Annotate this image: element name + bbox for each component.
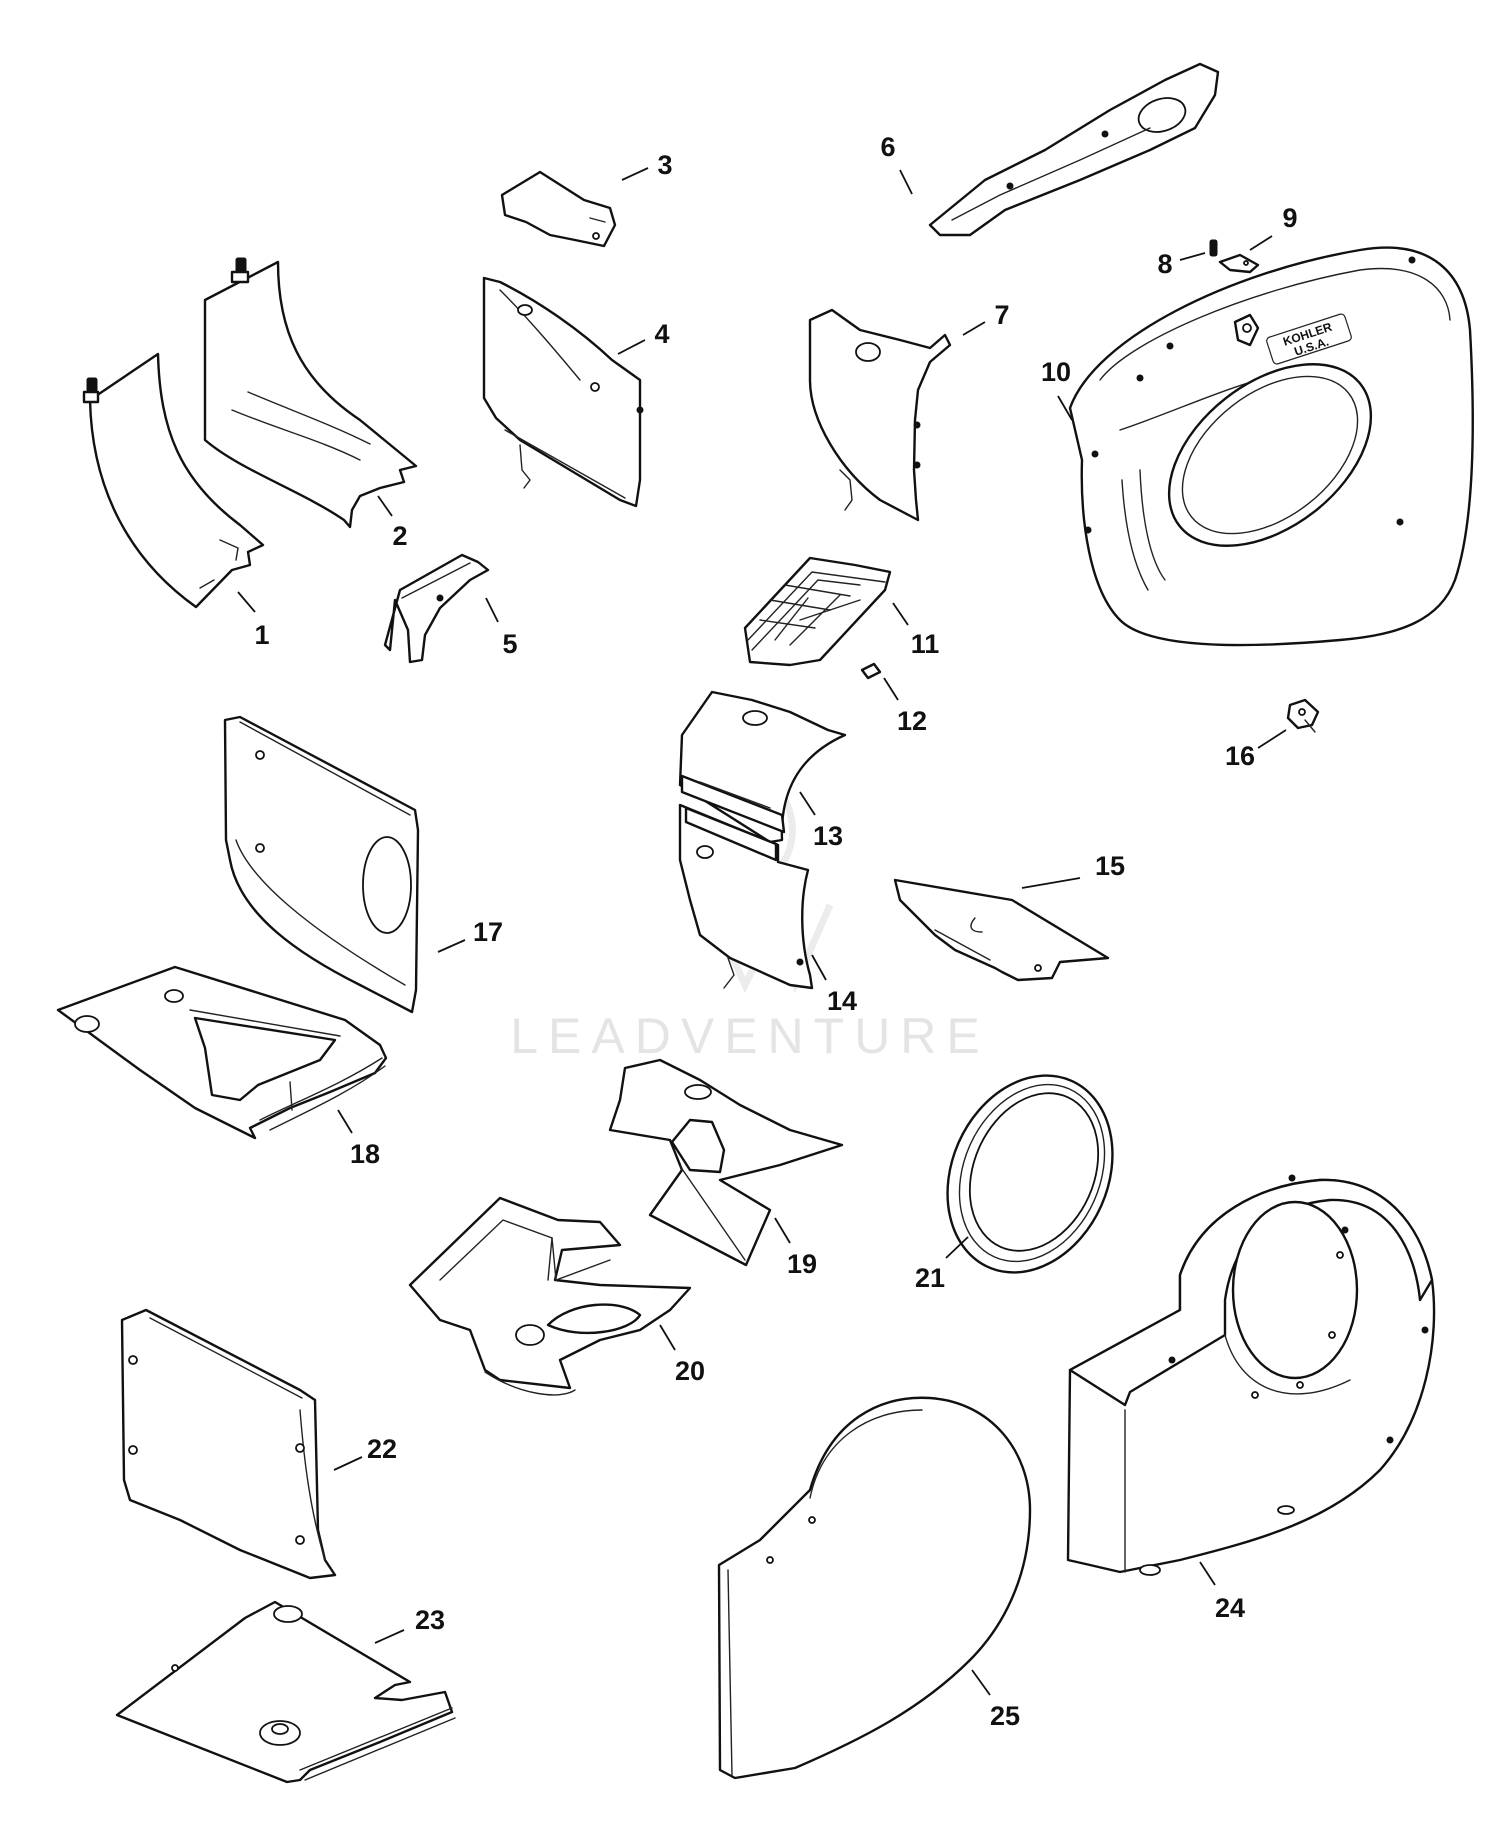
callout-label: 8 <box>1157 249 1172 279</box>
callout-label: 9 <box>1282 203 1297 233</box>
callout-label: 11 <box>911 629 940 659</box>
callout-12: 12 <box>883 677 927 736</box>
part-11-screen <box>743 556 892 667</box>
callout-7: 7 <box>962 300 1010 336</box>
callout-label: 21 <box>915 1263 945 1293</box>
callout-label: 20 <box>675 1356 705 1386</box>
part-2-clip-icon <box>235 257 247 273</box>
callout-label: 12 <box>897 706 927 736</box>
callout-label: 19 <box>787 1249 817 1279</box>
callout-label: 7 <box>994 300 1009 330</box>
callout-2: 2 <box>377 495 408 551</box>
part-5-bracket <box>383 553 490 664</box>
part-16-bracket <box>1286 698 1320 733</box>
callout-16: 16 <box>1225 729 1287 771</box>
part-2-baffle <box>203 257 418 529</box>
watermark-text: LEADVENTURE <box>510 1008 990 1064</box>
part-6-top-bracket <box>928 62 1220 237</box>
callout-19: 19 <box>774 1217 817 1279</box>
callout-10: 10 <box>1041 357 1073 421</box>
part-1-baffle <box>82 352 265 609</box>
part-21-ring <box>946 1074 1114 1274</box>
part-17-baffle <box>223 715 420 1014</box>
part-20-shroud <box>408 1196 692 1396</box>
callout-label: 1 <box>254 620 269 650</box>
callout-22: 22 <box>333 1434 397 1471</box>
part-22-baffle <box>120 1308 337 1580</box>
callout-label: 14 <box>827 986 857 1016</box>
part-12-clip <box>860 662 882 680</box>
part-13-shroud <box>678 690 847 844</box>
callout-label: 10 <box>1041 357 1071 387</box>
callout-4: 4 <box>617 319 670 355</box>
callout-18: 18 <box>337 1109 380 1169</box>
kohler-nameplate: KOHLER U.S.A. <box>1266 313 1352 365</box>
callout-label: 18 <box>350 1139 380 1169</box>
part-18-base-panel <box>56 965 388 1140</box>
callout-21: 21 <box>915 1236 969 1293</box>
part-9-clip <box>1218 253 1260 274</box>
callout-20: 20 <box>659 1324 705 1386</box>
callout-9: 9 <box>1249 203 1298 251</box>
callout-17: 17 <box>437 917 503 953</box>
part-4-shroud <box>482 276 644 508</box>
callout-label: 2 <box>392 521 407 551</box>
part-15-shield <box>893 878 1110 982</box>
part-1-clip-icon <box>86 377 98 393</box>
callout-label: 22 <box>367 1434 397 1464</box>
part-8-pin <box>1209 239 1218 257</box>
part-24-blower-housing <box>1066 1174 1436 1576</box>
callout-6: 6 <box>880 132 913 195</box>
callout-8: 8 <box>1157 249 1206 279</box>
callout-label: 16 <box>1225 741 1255 771</box>
callout-label: 5 <box>502 629 517 659</box>
part-23-bottom-panel <box>115 1600 456 1784</box>
part-25-backplate <box>717 1396 1032 1780</box>
part-19-baffle <box>608 1058 844 1267</box>
callout-23: 23 <box>374 1605 445 1644</box>
callout-label: 25 <box>990 1701 1020 1731</box>
callout-5: 5 <box>485 597 518 659</box>
callout-label: 3 <box>657 150 672 180</box>
callout-25: 25 <box>971 1669 1020 1731</box>
callout-label: 4 <box>654 319 669 349</box>
callout-11: 11 <box>892 602 940 659</box>
part-3-bracket <box>500 170 617 248</box>
part-14-shroud <box>678 803 814 990</box>
callout-3: 3 <box>621 150 673 181</box>
callout-14: 14 <box>811 954 857 1016</box>
callout-label: 23 <box>415 1605 445 1635</box>
part-10-blower-cover: KOHLER U.S.A. <box>1068 246 1474 647</box>
callout-label: 13 <box>813 821 843 851</box>
callout-label: 24 <box>1215 1593 1245 1623</box>
callout-1: 1 <box>237 591 270 650</box>
callout-15: 15 <box>1021 851 1125 889</box>
callout-label: 15 <box>1095 851 1125 881</box>
callout-label: 6 <box>880 132 895 162</box>
callout-24: 24 <box>1199 1561 1245 1623</box>
part-7-shroud <box>808 308 952 522</box>
callout-13: 13 <box>799 791 843 851</box>
callout-label: 17 <box>473 917 503 947</box>
